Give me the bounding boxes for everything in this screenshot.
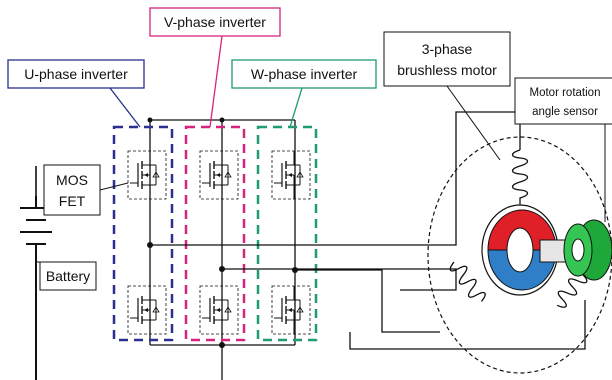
- svg-text:angle sensor: angle sensor: [532, 106, 598, 118]
- svg-text:Motor rotation: Motor rotation: [530, 87, 601, 99]
- v-phase-pointer: [209, 35, 223, 128]
- motor-label: 3-phase brushless motor: [383, 31, 511, 87]
- v-phase-label: V-phase inverter: [149, 7, 281, 37]
- v-phase-box: [184, 125, 246, 342]
- svg-text:FET: FET: [59, 193, 86, 209]
- u-phase-box: [112, 125, 174, 342]
- svg-text:W-phase inverter: W-phase inverter: [251, 66, 358, 82]
- rotor-icon: [481, 204, 569, 296]
- mosfet-pointer: [99, 182, 129, 191]
- svg-text:MOS: MOS: [56, 172, 88, 188]
- svg-text:3-phase: 3-phase: [422, 41, 473, 57]
- w-phase-label: W-phase inverter: [231, 59, 377, 89]
- svg-text:U-phase inverter: U-phase inverter: [24, 66, 128, 82]
- mosfet-symbol: [127, 150, 167, 200]
- mosfet-symbol: [127, 285, 167, 335]
- coil-symbol: [449, 261, 486, 302]
- sensor-icon: [563, 219, 612, 281]
- mosfet-symbol: [199, 150, 239, 200]
- motor-pointer: [446, 85, 501, 161]
- mosfet-symbol: [271, 150, 311, 200]
- w-phase-pointer: [289, 87, 303, 128]
- svg-text:Battery: Battery: [46, 268, 90, 284]
- coil-symbol: [511, 149, 529, 205]
- w-phase-box: [256, 125, 318, 342]
- u-phase-pointer: [109, 87, 141, 128]
- mosfet-label: MOS FET: [43, 164, 101, 216]
- motor-outline: [427, 136, 612, 374]
- svg-text:brushless motor: brushless motor: [397, 62, 497, 78]
- u-phase-label: U-phase inverter: [7, 59, 145, 89]
- mosfet-symbol: [271, 285, 311, 335]
- mosfet-symbol: [199, 285, 239, 335]
- battery-label: Battery: [39, 261, 97, 291]
- svg-text:V-phase inverter: V-phase inverter: [164, 14, 266, 30]
- battery-symbol: [20, 196, 52, 380]
- sensor-label: Motor rotation angle sensor: [514, 77, 612, 125]
- phase-output-wires: [150, 111, 586, 350]
